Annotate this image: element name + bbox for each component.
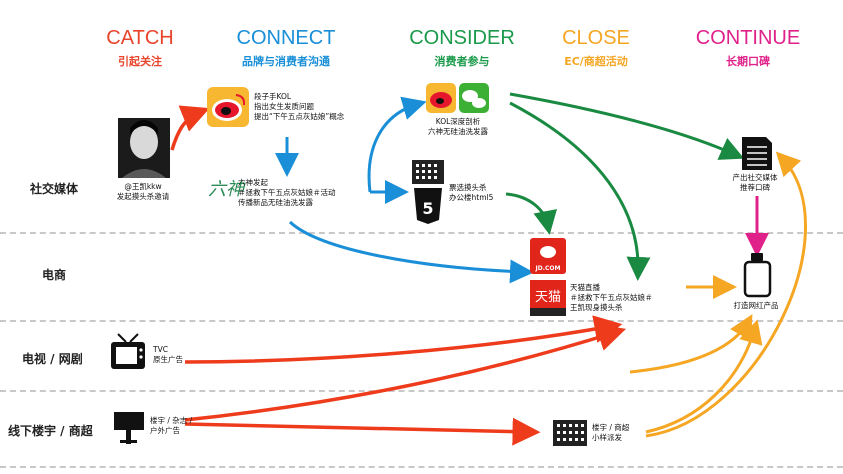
node-mall-line: 小样派发 xyxy=(592,433,622,442)
node-tvc-line: 原生广告 xyxy=(153,355,183,364)
building-icon xyxy=(412,160,444,184)
column-continue-subtitle: 长期口碑 xyxy=(726,55,770,68)
node-liushen-line: 六神发起 xyxy=(238,178,268,187)
arrow-catch-to-kol xyxy=(170,105,210,151)
arrow-mall-to-ugc-loop xyxy=(645,151,808,438)
node-liushen-line: 传播新品无硅油洗发露 xyxy=(238,198,313,207)
node-celebrity-line: 发起摸头杀邀请 xyxy=(116,192,170,201)
node-kol: 段子手KOL 指出女生发质问题 提出“下午五点灰姑娘”概念 xyxy=(254,92,384,122)
column-catch-subtitle: 引起关注 xyxy=(118,55,162,68)
row-divider xyxy=(0,390,843,392)
column-connect-subtitle: 品牌与消费者沟通 xyxy=(242,55,330,68)
row-label-ecommerce: 电商 xyxy=(42,268,67,282)
arrow-tvc-to-tmall xyxy=(184,315,623,364)
node-kol-review-line: KOL深度剖析 xyxy=(435,117,481,126)
building-icon xyxy=(553,420,587,446)
arrow-html5-to-jd xyxy=(505,192,558,235)
row-divider xyxy=(0,232,843,234)
node-kol-line: 指出女生发质问题 xyxy=(254,102,314,111)
node-ugc-line: 推荐口碑 xyxy=(740,183,770,192)
node-mall: 楼宇 / 商超 小样派发 xyxy=(592,423,652,443)
node-tmall: 天猫直播 ＃拯救下午五点灰姑娘＃ 王凯现身摸头杀 xyxy=(570,283,680,313)
jd-icon: JD.COM xyxy=(530,238,566,274)
node-kol-review-line: 六神无硅油洗发露 xyxy=(428,127,488,136)
node-tvc-line: TVC xyxy=(153,345,168,354)
node-html5-line: 票选摸头杀 xyxy=(449,183,487,192)
html5-icon: 5 xyxy=(414,188,442,224)
node-celebrity: @王凯kkw 发起摸头杀邀请 xyxy=(100,182,186,202)
column-catch-title: CATCH xyxy=(106,27,174,49)
bottle-icon xyxy=(743,253,772,298)
arrow-consider-to-ugc xyxy=(509,92,745,160)
document-icon xyxy=(742,137,772,170)
arrow-tv-to-product xyxy=(629,314,753,374)
liushen-logo-text: 六神 xyxy=(208,179,246,200)
node-outdoor-line: 户外广告 xyxy=(150,426,180,435)
row-label-offline: 线下楼宇 / 商超 xyxy=(8,424,93,438)
node-outdoor: 楼宇 / 杂志 / 户外广告 xyxy=(150,416,220,436)
node-html5: 票选摸头杀 办公楼html5 xyxy=(449,183,519,203)
arrow-outdoor-to-mall xyxy=(184,417,541,446)
billboard-icon xyxy=(114,412,144,444)
html5-icon-text: 5 xyxy=(422,199,433,218)
node-html5-line: 办公楼html5 xyxy=(449,193,494,202)
arrow-outdoor-to-tmall xyxy=(184,323,627,422)
node-tmall-line: 王凯现身摸头杀 xyxy=(570,303,623,312)
wechat-icon xyxy=(459,83,489,113)
node-kol-line: 提出“下午五点灰姑娘”概念 xyxy=(254,112,345,121)
row-divider xyxy=(0,320,843,322)
node-ugc: 产出社交媒体 推荐口碑 xyxy=(720,173,790,193)
column-continue-title: CONTINUE xyxy=(695,27,801,49)
node-product: 打造网红产品 xyxy=(733,301,779,310)
node-tmall-line: ＃拯救下午五点灰姑娘＃ xyxy=(570,293,653,302)
node-mall-line: 楼宇 / 商超 xyxy=(592,423,630,432)
jd-logo-text: JD.COM xyxy=(535,265,561,272)
column-consider-title: CONSIDER xyxy=(409,27,515,49)
arrow-liushen-to-jd xyxy=(288,220,534,284)
weibo-icon xyxy=(426,83,456,113)
weibo-icon xyxy=(207,87,249,127)
arrow-consider-to-tmall xyxy=(509,101,651,281)
tmall-icon: 天猫 xyxy=(530,280,566,316)
column-consider-subtitle: 消费者参与 xyxy=(434,55,490,68)
node-liushen-line: ＃拯救下午五点灰姑娘＃活动 xyxy=(238,188,336,197)
row-label-tv: 电视 / 网剧 xyxy=(22,352,83,366)
column-close-title: CLOSE xyxy=(562,27,630,49)
arrow-liushen-to-weibo xyxy=(367,96,427,193)
column-close-subtitle: EC/商超活动 xyxy=(564,55,628,68)
tv-icon xyxy=(111,333,145,369)
node-outdoor-line: 楼宇 / 杂志 / xyxy=(150,416,193,425)
liushen-logo: 六神 xyxy=(208,179,246,200)
node-tmall-line: 天猫直播 xyxy=(570,283,600,292)
column-connect-title: CONNECT xyxy=(236,27,336,49)
tmall-logo-text: 天猫 xyxy=(535,290,561,305)
node-kol-review: KOL深度剖析 六神无硅油洗发露 xyxy=(418,117,498,137)
arrow-mall-to-product xyxy=(645,319,763,434)
node-kol-line: 段子手KOL xyxy=(254,92,292,101)
row-divider xyxy=(0,466,843,468)
node-tvc: TVC 原生广告 xyxy=(153,345,213,365)
node-liushen: 六神发起 ＃拯救下午五点灰姑娘＃活动 传播新品无硅油洗发露 xyxy=(238,178,378,208)
node-ugc-line: 产出社交媒体 xyxy=(732,173,778,182)
node-celebrity-line: @王凯kkw xyxy=(124,182,162,191)
celebrity-photo xyxy=(118,118,170,178)
row-label-social: 社交媒体 xyxy=(30,182,79,196)
